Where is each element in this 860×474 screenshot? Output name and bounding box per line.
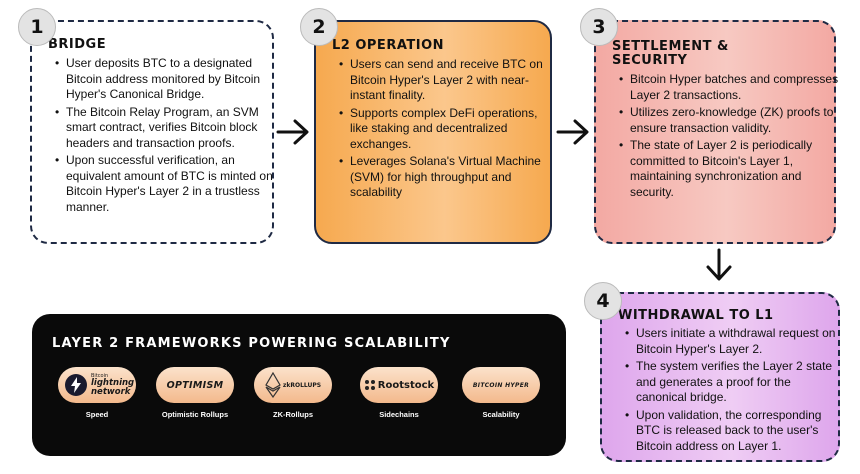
step-number-4: 4 (584, 282, 622, 320)
arrow-right-icon (556, 119, 589, 145)
l2-operation-bullet: Users can send and receive BTC on Bitcoi… (339, 57, 556, 104)
framework-caption: Sidechains (379, 410, 419, 419)
optimism-logo-text: OPTIMISM (166, 379, 224, 391)
bridge-bullet: The Bitcoin Relay Program, an SVM smart … (55, 105, 278, 152)
frameworks-panel: LAYER 2 FRAMEWORKS POWERING SCALABILITY … (32, 314, 566, 456)
l2-operation-card: L2 OPERATION Users can send and receive … (314, 20, 552, 244)
settlement-bullet: Bitcoin Hyper batches and compresses Lay… (619, 72, 840, 103)
bitcoin-hyper-logo-text: BITCOIN HYPER (472, 381, 530, 389)
l2-operation-bullet: Leverages Solana's Virtual Machine (SVM)… (339, 154, 556, 201)
lightning-logo-text: lightning network (91, 377, 135, 397)
bridge-bullet: User deposits BTC to a designated Bitcoi… (55, 56, 278, 103)
step-number-1: 1 (18, 8, 56, 46)
settlement-bullets: Bitcoin Hyper batches and compresses Lay… (616, 72, 840, 202)
settlement-title: SETTLEMENT & SECURITY (612, 39, 729, 68)
framework-caption: Optimistic Rollups (161, 410, 229, 419)
withdrawal-bullet: Upon validation, the corresponding BTC i… (625, 408, 842, 455)
settlement-card: SETTLEMENT & SECURITY Bitcoin Hyper batc… (594, 20, 838, 244)
l2-operation-bullets: Users can send and receive BTC on Bitcoi… (336, 57, 556, 203)
bridge-bullets: User deposits BTC to a designated Bitcoi… (52, 56, 278, 217)
settlement-bullet: Utilizes zero-knowledge (ZK) proofs to e… (619, 105, 840, 136)
withdrawal-card: WITHDRAWAL TO L1 Users initiate a withdr… (600, 292, 840, 462)
optimism-logo: OPTIMISM (156, 367, 234, 403)
zkrollups-logo: zkROLLUPS (254, 367, 332, 403)
bitcoin-hyper-logo: BITCOIN HYPER (462, 367, 540, 403)
lightning-bolt-icon (65, 374, 87, 396)
lightning-logo-small: Bitcoin (91, 372, 109, 379)
bridge-title: BRIDGE (48, 37, 107, 52)
withdrawal-bullets: Users initiate a withdrawal request on B… (622, 326, 842, 456)
settlement-bullet: The state of Layer 2 is periodically com… (619, 138, 840, 200)
framework-caption: Scalability (482, 410, 520, 419)
withdrawal-bullet: The system verifies the Layer 2 state an… (625, 359, 842, 406)
l2-operation-title: L2 OPERATION (332, 38, 445, 53)
bridge-card: BRIDGE User deposits BTC to a designated… (30, 20, 274, 244)
rootstock-logo-text: Rootstock (377, 379, 435, 391)
bridge-bullet: Upon successful verification, an equival… (55, 153, 278, 215)
step-number-3: 3 (580, 8, 618, 46)
ethereum-diamond-icon (265, 372, 281, 398)
arrow-right-icon (276, 119, 309, 145)
withdrawal-bullet: Users initiate a withdrawal request on B… (625, 326, 842, 357)
l2-operation-bullet: Supports complex DeFi operations, like s… (339, 106, 556, 153)
lightning-network-logo: Bitcoin lightning network (58, 367, 136, 403)
rootstock-icon (364, 380, 375, 390)
rootstock-logo: Rootstock (360, 367, 438, 403)
framework-caption: ZK-Rollups (273, 410, 313, 419)
zkrollups-logo-text: zkROLLUPS (282, 381, 322, 389)
withdrawal-title: WITHDRAWAL TO L1 (618, 308, 774, 323)
step-number-2: 2 (300, 8, 338, 46)
frameworks-title: LAYER 2 FRAMEWORKS POWERING SCALABILITY (52, 336, 451, 351)
arrow-down-icon (706, 248, 732, 281)
framework-caption: Speed (85, 410, 109, 419)
